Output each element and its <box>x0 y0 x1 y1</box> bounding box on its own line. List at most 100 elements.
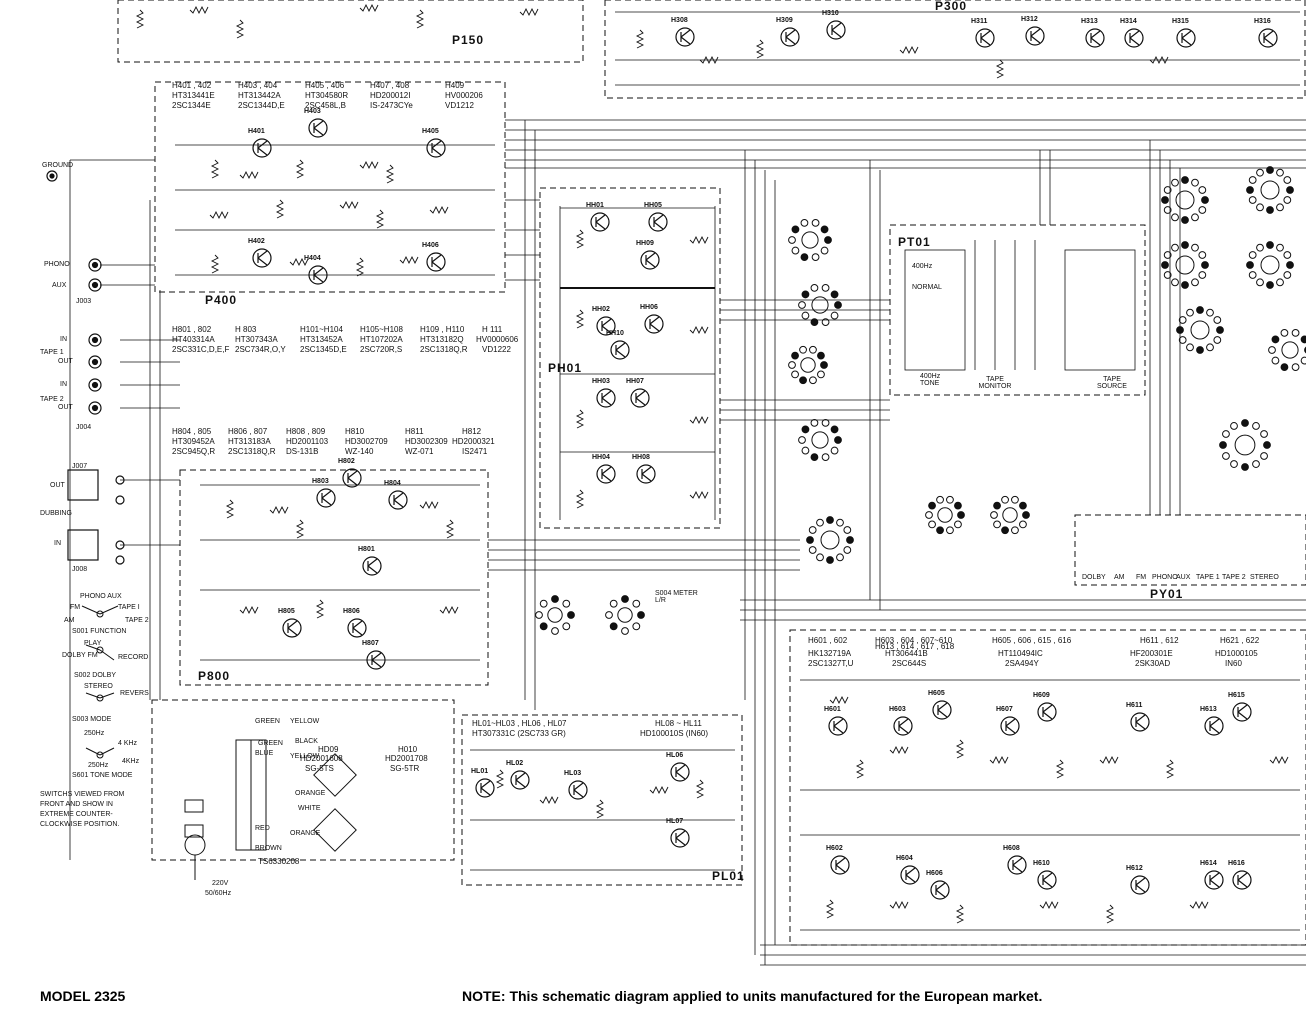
transistor-label: H601 <box>824 706 841 713</box>
p400-type: IS-2473CYe <box>370 101 413 110</box>
transistor-symbol <box>282 618 302 638</box>
p600-type: 2SC644S <box>892 659 927 668</box>
transistor-symbol <box>893 716 913 736</box>
european-market-note: NOTE: This schematic diagram applied to … <box>462 988 1043 1004</box>
py01-label: TAPE 2 <box>1222 574 1246 581</box>
py01-label: AUX <box>1176 574 1191 581</box>
transistor-symbol <box>1232 870 1252 890</box>
mains-voltage: 220V <box>212 880 229 887</box>
tape-source: TAPE SOURCE <box>1097 376 1127 390</box>
power-type-1: SG-5TS <box>305 764 334 773</box>
transistor-symbol <box>1204 870 1224 890</box>
ph01-part: HT313452A <box>300 335 343 344</box>
transistor-label: H602 <box>826 845 843 852</box>
out-label: OUT <box>58 404 73 411</box>
transistor-label: H402 <box>248 238 265 245</box>
ph01-part: HT307343A <box>235 335 278 344</box>
transistor-symbol <box>1130 712 1150 732</box>
transistor-label: H312 <box>1021 16 1038 23</box>
transistor-label: HL06 <box>666 752 684 759</box>
transistor-label: HL07 <box>666 818 684 825</box>
board-label-py01: PY01 <box>1150 587 1184 601</box>
ph01-type: 2SC331C,D,E,F <box>172 345 230 354</box>
pl01-ref-2: HL08 ~ HL11 <box>655 719 702 728</box>
model-label: MODEL 2325 <box>40 988 126 1004</box>
transistor-symbol <box>426 252 446 272</box>
transistor-label: H403 <box>304 108 321 115</box>
transistor-label: H805 <box>278 608 295 615</box>
transistor-label: HH02 <box>592 306 610 313</box>
transistor-symbol <box>675 27 695 47</box>
ph01-ref: H 803 <box>235 325 257 334</box>
phono-label: PHONO <box>44 261 70 268</box>
p400-part: HT313441E <box>172 91 215 100</box>
tape-tone: 400Hz TONE <box>920 373 941 387</box>
transistor-symbol <box>900 865 920 885</box>
p600-part: HD1000105 <box>1215 649 1258 658</box>
transistor-symbol <box>426 138 446 158</box>
transistor-label: H401 <box>248 128 265 135</box>
p400-type: 2SC1344E <box>172 101 211 110</box>
p800-part: HT309452A <box>172 437 215 446</box>
p800-type: IS2471 <box>462 447 488 456</box>
transistor-label: H609 <box>1033 692 1050 699</box>
transistor-label: H315 <box>1172 18 1189 25</box>
p800-ref: H806 , 807 <box>228 427 268 436</box>
transistor-label: H313 <box>1081 18 1098 25</box>
py01-label: AM <box>1114 574 1125 581</box>
transistor-symbol <box>826 20 846 40</box>
ph01-ref: H101~H104 <box>300 325 343 334</box>
legend-dolby-fm: DOLBY FM <box>62 652 98 659</box>
wire-color: ORANGE <box>290 830 321 837</box>
p400-part: HT304580R <box>305 91 349 100</box>
transistor-label: HH04 <box>592 454 610 461</box>
py01-label: FM <box>1136 574 1147 581</box>
p800-type: DS-131B <box>286 447 319 456</box>
transistor-symbol <box>1258 28 1278 48</box>
transistor-symbol <box>1025 26 1045 46</box>
transistor-label: HH07 <box>626 378 644 385</box>
rotary-switch <box>800 357 816 373</box>
legend-am: AM <box>64 617 75 624</box>
py01-label: STEREO <box>1250 574 1279 581</box>
transistor-label: H604 <box>896 855 913 862</box>
aux-label: AUX <box>52 282 67 289</box>
p800-ref: H812 <box>462 427 482 436</box>
ph01-ref: H 111 <box>482 325 503 334</box>
ph01-type: 2SC720R,S <box>360 345 403 354</box>
transistor-label: H404 <box>304 255 321 262</box>
out-label: OUT <box>50 482 65 489</box>
transistor-symbol <box>670 828 690 848</box>
transistor-label: HL01 <box>471 768 489 775</box>
rotary-switch <box>820 530 840 550</box>
transistor-label: H614 <box>1200 860 1217 867</box>
legend-4k2: 4KHz <box>122 758 140 765</box>
j007-label: J007 <box>72 463 88 470</box>
transistor-label: H316 <box>1254 18 1271 25</box>
rotary-switch <box>1281 341 1299 359</box>
wire-color: GREEN <box>258 740 283 747</box>
transistor-label: H310 <box>822 10 839 17</box>
transistor-symbol <box>1037 870 1057 890</box>
transistor-symbol <box>610 340 630 360</box>
tape-400hz: 400Hz <box>912 263 933 270</box>
p800-ref: H811 <box>405 427 424 436</box>
mains-frequency: 50/60Hz <box>205 890 232 897</box>
rotary-switch <box>1190 320 1210 340</box>
dubbing-label: DUBBING <box>40 510 72 517</box>
p400-ref: H409 <box>445 81 465 90</box>
pl01-part-2: HD100010S (IN60) <box>640 729 709 738</box>
ph01-part: HV0000606 <box>476 335 519 344</box>
meter-switch-label: S004 METER L/R <box>655 590 698 604</box>
power-part-2: HD2001708 <box>385 754 428 763</box>
transistor-label: H616 <box>1228 860 1245 867</box>
transistor-label: HH01 <box>586 202 604 209</box>
py01-label: DOLBY <box>1082 574 1106 581</box>
transistor-symbol <box>252 248 272 268</box>
transistor-label: HH06 <box>640 304 658 311</box>
transistor-symbol <box>648 212 668 232</box>
legend-tape1: TAPE I <box>118 604 140 611</box>
board-label-pt01: PT01 <box>898 235 931 249</box>
ph01-type: 2SC1318Q,R <box>420 345 468 354</box>
wire-color: YELLOW <box>290 753 320 760</box>
